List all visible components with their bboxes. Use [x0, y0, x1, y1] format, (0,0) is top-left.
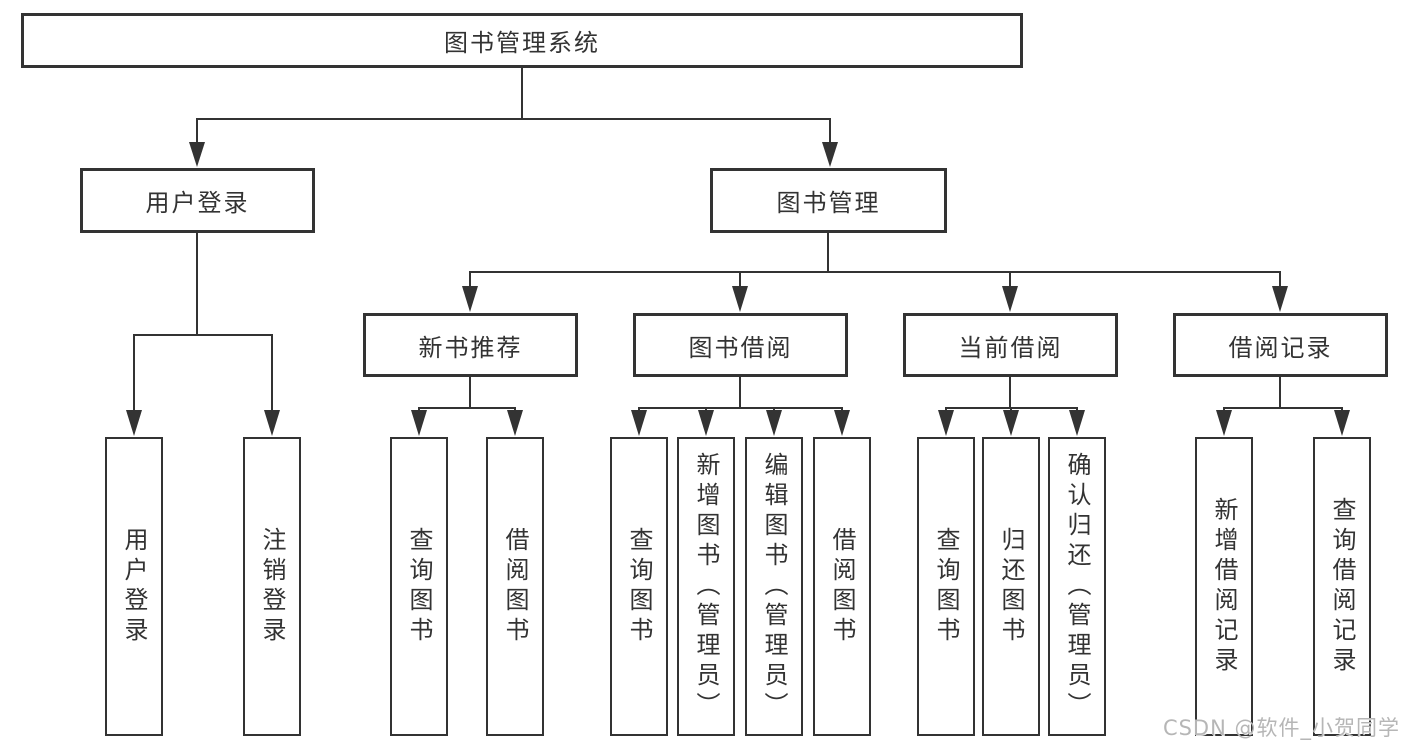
leaf-borrow-edit-books-admin: 编辑图书（管理员）: [745, 437, 803, 736]
csdn-watermark: CSDN @软件_小贺同学: [1162, 716, 1400, 740]
leaf-borrow-borrow-books: 借阅图书: [813, 437, 871, 736]
leaf-user-login: 用户登录: [105, 437, 163, 736]
leaf-recommend-query-books: 查询图书: [390, 437, 448, 736]
leaf-current-return-books: 归还图书: [982, 437, 1040, 736]
leaf-current-query-books: 查询图书: [917, 437, 975, 736]
leaf-recommend-borrow-books: 借阅图书: [486, 437, 544, 736]
node-book-borrowing: 图书借阅: [633, 313, 848, 377]
node-book-management: 图书管理: [710, 168, 947, 233]
leaf-records-add-borrow-record: 新增借阅记录: [1195, 437, 1253, 736]
node-library-management-system: 图书管理系统: [21, 13, 1023, 68]
node-current-borrowing: 当前借阅: [903, 313, 1118, 377]
leaf-records-query-borrow-record: 查询借阅记录: [1313, 437, 1371, 736]
leaf-borrow-add-books-admin: 新增图书（管理员）: [677, 437, 735, 736]
node-new-book-recommend: 新书推荐: [363, 313, 578, 377]
node-borrowing-records: 借阅记录: [1173, 313, 1388, 377]
leaf-current-confirm-return-admin: 确认归还（管理员）: [1048, 437, 1106, 736]
leaf-borrow-query-books: 查询图书: [610, 437, 668, 736]
node-user-login: 用户登录: [80, 168, 315, 233]
leaf-logout: 注销登录: [243, 437, 301, 736]
